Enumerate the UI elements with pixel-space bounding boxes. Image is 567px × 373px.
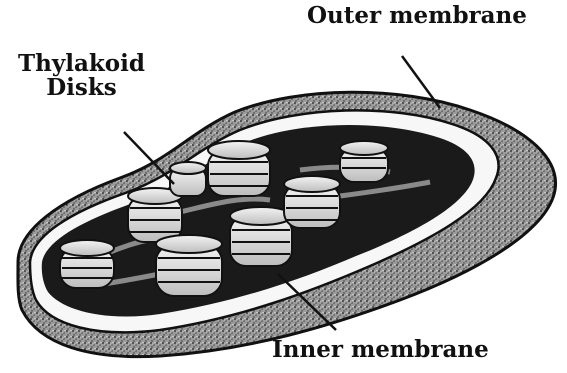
granum-4 xyxy=(208,141,270,196)
granum-8 xyxy=(170,162,206,196)
inner-membrane-text: Inner membrane xyxy=(272,336,489,363)
granum-5 xyxy=(230,207,292,266)
granum-7 xyxy=(340,141,388,182)
granum-6 xyxy=(284,176,340,228)
inner-membrane-label: Inner membrane xyxy=(272,338,489,362)
granum-2 xyxy=(128,188,182,242)
granum-3 xyxy=(156,235,222,296)
granum-1 xyxy=(60,240,114,288)
outer-membrane-label: Outer membrane xyxy=(307,4,527,28)
thylakoid-disks-label: Thylakoid Disks xyxy=(18,52,145,100)
thylakoid-text-line1: Thylakoid xyxy=(18,52,145,76)
thylakoid-text-line2: Disks xyxy=(18,76,145,100)
outer-membrane-text: Outer membrane xyxy=(307,2,527,29)
